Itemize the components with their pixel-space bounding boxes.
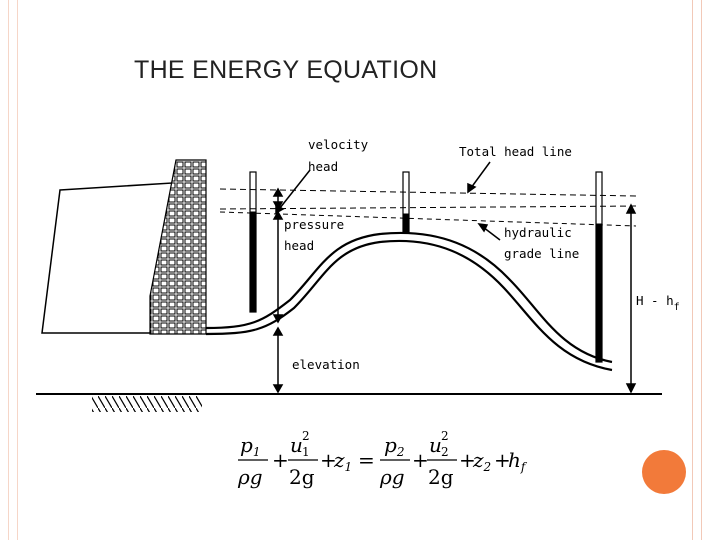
eq-u2-sup: 2 [441, 429, 449, 443]
left-frame-border [8, 0, 18, 540]
total-head-line-label: Total head line [459, 144, 572, 159]
eq-2g-1: 2g [289, 465, 315, 489]
eq-plus-5: + [494, 448, 511, 472]
energy-equation: p1 ρg + u 2 1 2g + z1 = p2 ρg + u 2 2 2g… [237, 429, 528, 489]
eq-z2: z2 [472, 448, 491, 474]
eq-plus-1: + [272, 448, 289, 472]
pressure-head-label-line1: pressure [284, 217, 344, 232]
eq-plus-3: + [412, 448, 429, 472]
head-loss-label: H - hf [636, 293, 680, 313]
velocity-head-label-line1: velocity [308, 137, 369, 152]
slide-title: THE ENERGY EQUATION [134, 56, 438, 84]
pressure-head-label-line2: head [284, 238, 314, 253]
ground-hatching [92, 396, 202, 412]
eq-rho-g-1: ρg [237, 465, 263, 489]
eq-u1-sup: 2 [302, 429, 310, 443]
eq-p1: p1 [240, 433, 260, 459]
eq-plus-4: + [459, 448, 476, 472]
elevation-label: elevation [292, 357, 360, 372]
eq-u2: u [429, 433, 442, 457]
piezometer-tubes [249, 171, 603, 363]
eq-equals: = [358, 448, 375, 472]
intake-tower [149, 159, 207, 335]
eq-plus-2: + [320, 448, 337, 472]
dimension-arrows [272, 161, 637, 394]
eq-z1: z1 [333, 448, 352, 474]
total-head-line [219, 188, 637, 197]
hydraulic-grade-line [219, 211, 637, 227]
decorative-orange-circle [642, 450, 686, 494]
hydraulic-grade-label-line1: hydraulic [504, 225, 572, 240]
eq-p2: p2 [384, 433, 404, 459]
right-frame-border [692, 0, 702, 540]
eq-2g-2: 2g [428, 465, 454, 489]
eq-hf: hf [508, 448, 528, 474]
eq-u2-sub: 2 [441, 445, 449, 459]
eq-rho-g-2: ρg [379, 465, 405, 489]
hydraulic-grade-label-line2: grade line [504, 246, 579, 261]
velocity-head-label-line2: head [308, 159, 338, 174]
eq-u1-sub: 1 [302, 445, 310, 459]
eq-u1: u [290, 433, 303, 457]
